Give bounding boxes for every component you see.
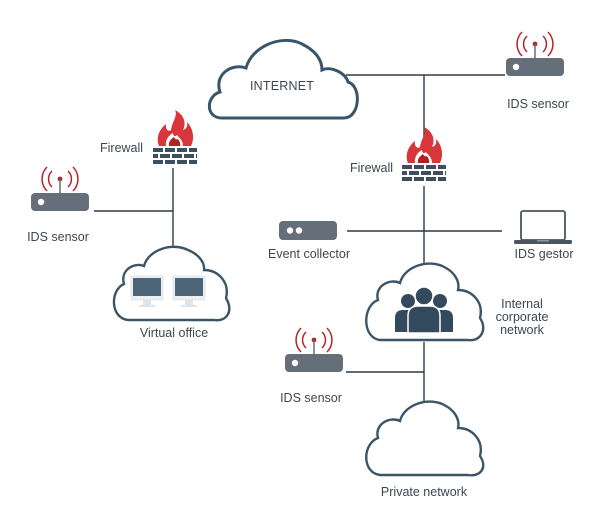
ids-sensor-top-label: IDS sensor [507,97,569,111]
laptop-icon[interactable] [514,210,572,244]
firewall-right-icon[interactable] [402,127,446,181]
firewall-right-label: Firewall [350,161,394,175]
ids-sensor-bottom-label: IDS sensor [280,391,342,405]
ids-gestor-label: IDS gestor [514,247,574,261]
people-icon [395,286,453,334]
private-network-cloud-icon[interactable] [365,400,485,477]
firewall-left-label: Firewall [100,141,144,155]
event-collector-server-icon[interactable] [279,221,337,240]
connection-lines [94,74,505,405]
internet-label: INTERNET [250,79,315,93]
private-network-label: Private network [380,485,468,499]
ids-sensor-top-icon[interactable] [505,31,565,77]
internal-network-label-line: corporate [495,310,549,324]
event-collector-label: Event collector [268,247,350,261]
ids-sensor-left-icon[interactable] [30,166,90,212]
virtual-office-cloud-icon[interactable] [112,245,231,322]
internal-network-label-line: network [500,323,544,337]
firewall-left-icon[interactable] [153,110,197,164]
virtual-office-label: Virtual office [139,326,209,340]
internal-network-label-line: Internal [501,297,543,311]
internal-network-label: Internal corporate network [482,298,562,337]
ids-sensor-bottom-icon[interactable] [284,327,344,373]
internet-cloud-icon[interactable] [207,38,359,120]
ids-sensor-left-label: IDS sensor [27,230,89,244]
